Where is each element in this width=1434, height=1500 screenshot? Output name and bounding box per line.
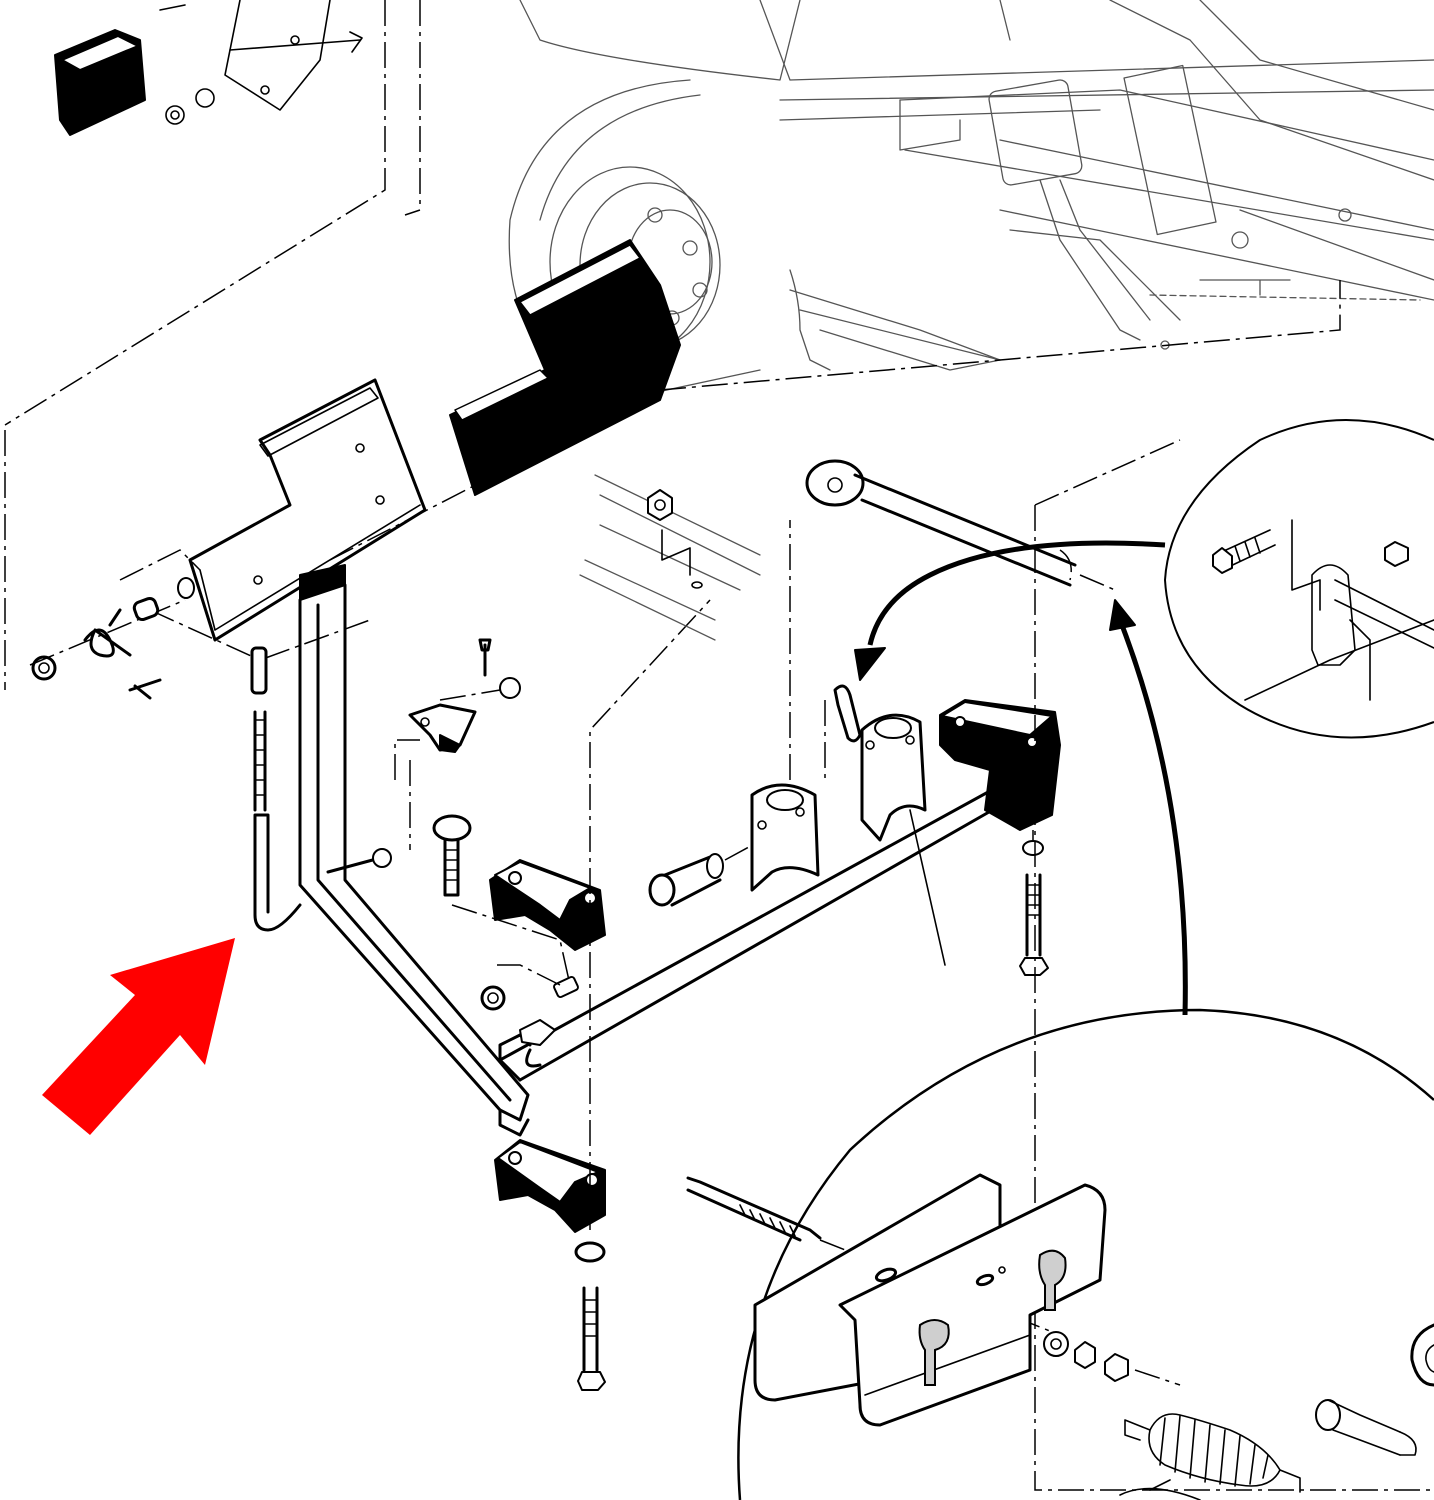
clamp-half-upper [860,713,946,966]
clamp-block-lower [494,599,711,1391]
callout-arrow-lower [1109,599,1188,1016]
stop-bolt [432,814,571,986]
adjuster-rod [250,646,302,932]
clamp-block-right [939,699,1061,976]
cart-body-background [519,0,1434,371]
floor-kick-plate [449,239,681,496]
bumper-inset [4,0,421,426]
cross-shaft [498,778,1012,1082]
red-arrow-icon [42,938,235,1135]
cotter-pin [824,684,862,780]
return-spring-assembly [31,577,195,700]
pedal-bracket-plate [188,378,427,642]
callout-arrow-upper [854,540,1166,681]
brake-rod [805,439,1434,1491]
pedal-arm [298,564,530,1137]
clamp-block-middle [489,859,606,951]
detail-circle-upper [1163,419,1434,739]
detail-circle-lower [686,1008,1434,1500]
pivot-block-upper [372,638,521,868]
nut-small [480,964,579,1046]
yoke-bracket [750,520,820,892]
floor-mount-plate [579,474,761,641]
